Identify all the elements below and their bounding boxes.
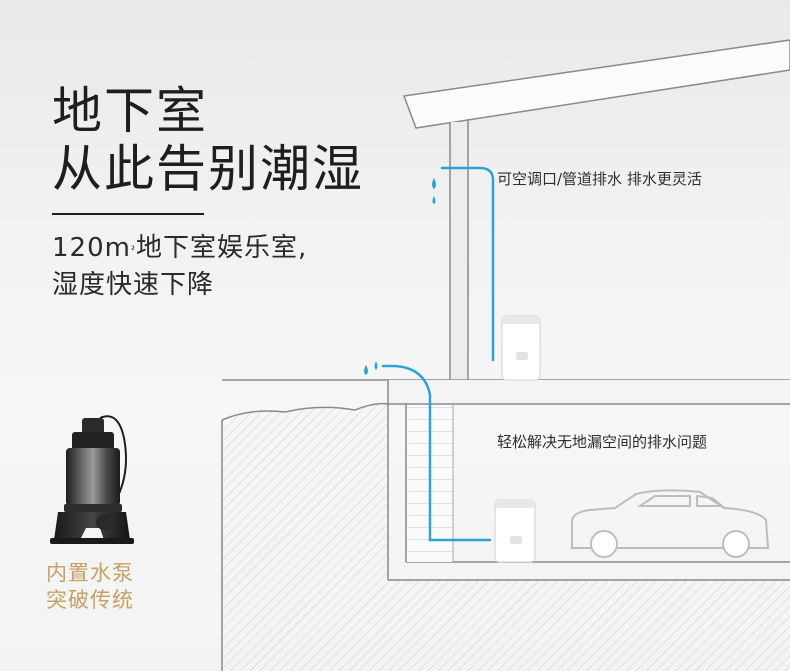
dehumidifier-upper — [501, 315, 541, 381]
title-line-2: 从此告别潮湿 — [52, 140, 364, 198]
title-line-1: 地下室 — [52, 82, 208, 140]
subtitle-area-unit: ² — [130, 245, 136, 256]
pump-caption-line-2: 突破传统 — [46, 588, 134, 612]
pump-caption: 内置水泵 突破传统 — [46, 560, 134, 614]
drain-pipes — [381, 166, 495, 542]
page-title: 地下室 从此告别潮湿 — [52, 82, 364, 198]
subtitle-area: 120m — [52, 233, 131, 263]
floor-slab — [387, 380, 790, 581]
pump-caption-line-1: 内置水泵 — [46, 561, 134, 585]
water-drop-icon — [364, 178, 436, 375]
water-pump-image — [50, 415, 134, 544]
dehumidifier-lower — [494, 499, 536, 563]
subtitle-line-2: 湿度快速下降 — [52, 270, 215, 300]
ground — [221, 402, 790, 671]
title-divider — [52, 213, 204, 215]
lower-drain-callout: 轻松解决无地漏空间的排水问题 — [497, 433, 708, 451]
roof — [402, 39, 790, 129]
subtitle: 120m²地下室娱乐室, 湿度快速下降 — [52, 230, 307, 304]
subtitle-room: 地下室娱乐室, — [135, 233, 308, 263]
upper-drain-callout: 可空调口/管道排水 排水更灵活 — [497, 170, 702, 188]
car-illustration — [571, 489, 770, 558]
